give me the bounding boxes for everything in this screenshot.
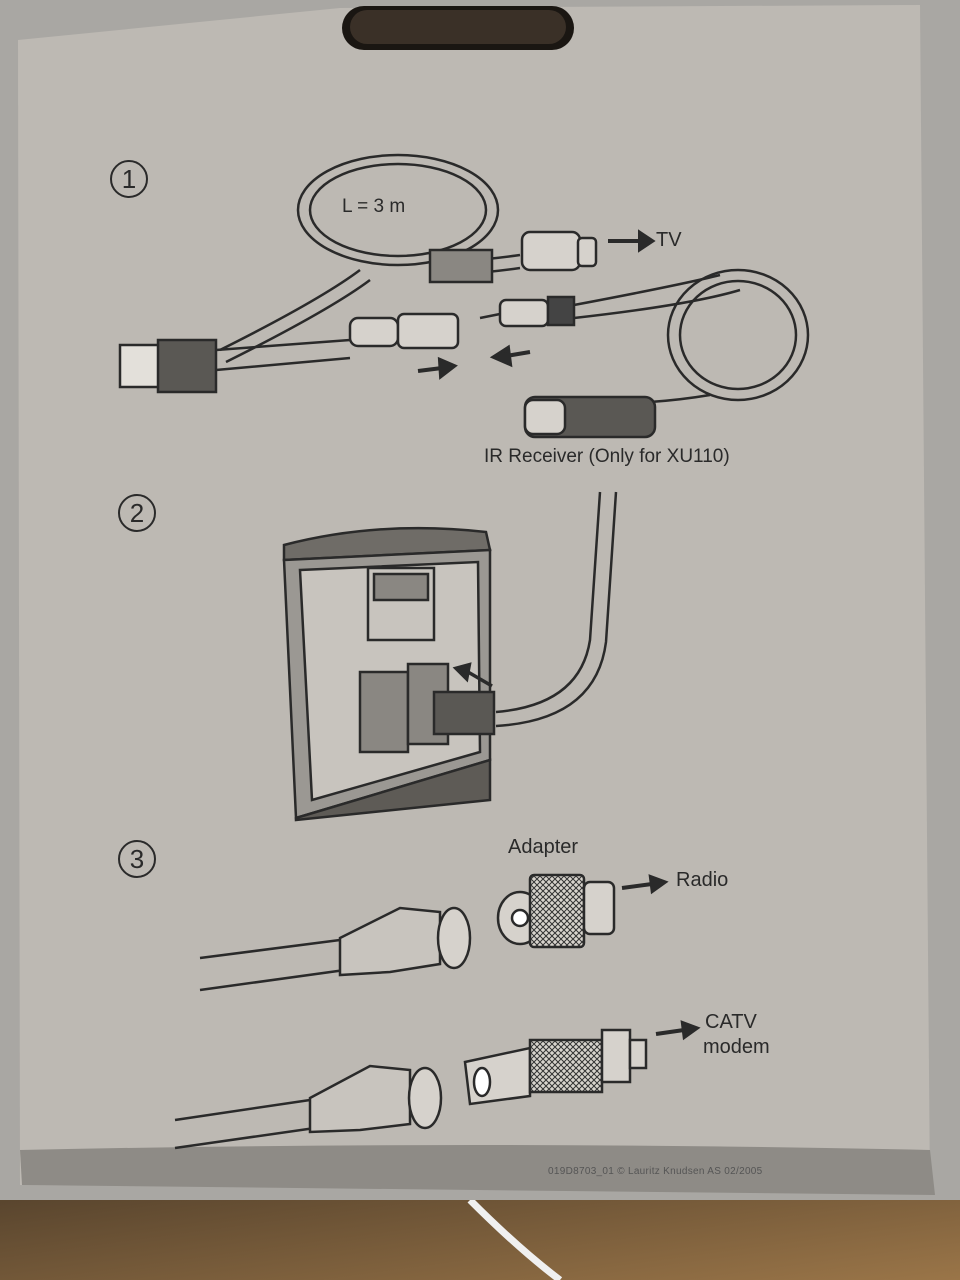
step-3-number: 3 [118, 840, 156, 878]
copyright-footer: 019D8703_01 © Lauritz Knudsen AS 02/2005 [548, 1166, 763, 1177]
step2-wall-socket-drawing [282, 491, 618, 822]
card-bottom-band [20, 1145, 935, 1195]
step3-coax-catv [174, 1020, 701, 1150]
catv-label-line2: modem [703, 1036, 770, 1058]
step3-coax-radio [199, 873, 669, 992]
ir-receiver-label: IR Receiver (Only for XU110) [484, 446, 730, 467]
adapter-label: Adapter [508, 836, 579, 858]
tv-label: TV [656, 229, 682, 251]
cable-length-label: L = 3 m [342, 196, 406, 217]
white-cable [467, 1197, 563, 1280]
step-1-number: 1 [110, 160, 148, 198]
radio-label: Radio [676, 869, 729, 891]
step1-arrows [417, 229, 656, 380]
catv-label-line1: CATV [705, 1011, 757, 1033]
step1-drawing [118, 153, 810, 439]
step-2-number: 2 [118, 494, 156, 532]
